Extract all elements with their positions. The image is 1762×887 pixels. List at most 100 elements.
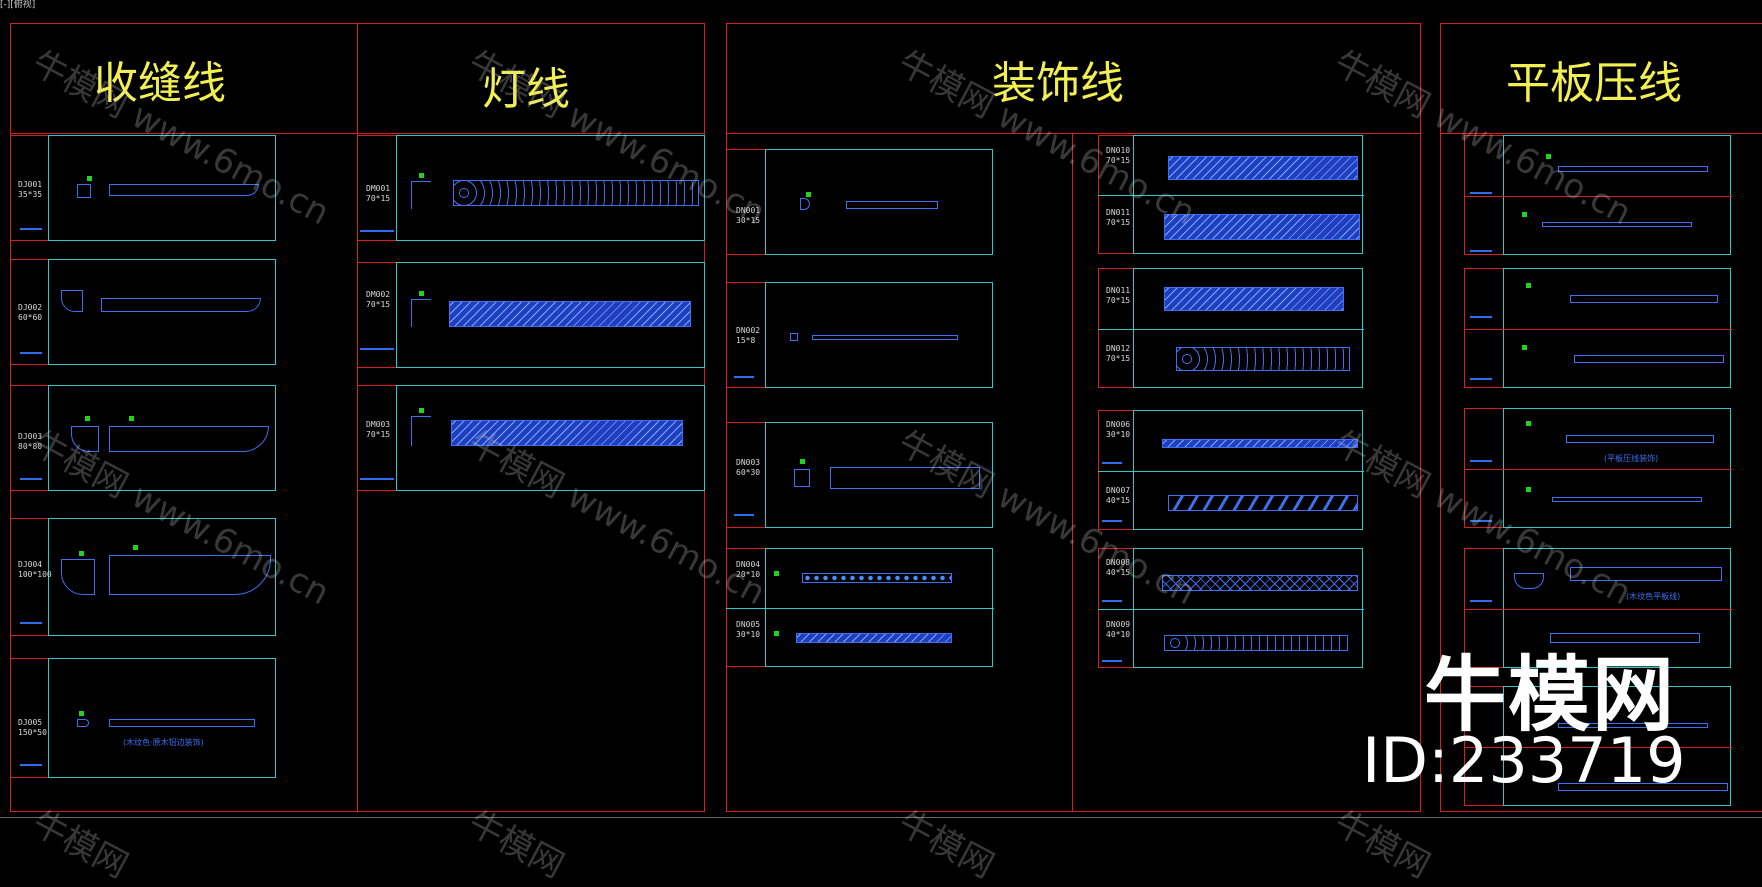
- code-dj005: DJ005 150*50: [18, 718, 47, 737]
- molding-elevation: [1558, 723, 1708, 728]
- card-pingban-2[interactable]: [1464, 268, 1732, 388]
- card-dn004-dn005[interactable]: [726, 548, 994, 667]
- card-pingban-3[interactable]: (平板压线装饰): [1464, 408, 1732, 528]
- pattern-strip: [1168, 156, 1358, 180]
- code-dj001: DJ001 35*35: [18, 180, 43, 199]
- dimension-mark: [806, 192, 811, 197]
- profile-section: [77, 184, 91, 198]
- profile-section: [61, 290, 83, 312]
- pattern-strip: [1162, 575, 1358, 591]
- pattern-strip: [1162, 439, 1358, 448]
- row-divider: [1464, 329, 1732, 330]
- code-dj004: DJ004 100*100: [18, 560, 52, 579]
- card-pingban-4[interactable]: (木纹色平板线): [1464, 548, 1732, 668]
- scale-mark: [1470, 600, 1492, 602]
- row-divider: [1464, 609, 1732, 610]
- code-dn006: DN006 30*10: [1106, 420, 1131, 439]
- card-dm001[interactable]: [396, 135, 705, 241]
- code-dn012: DN012 70*15: [1106, 344, 1131, 363]
- card-dj001[interactable]: [48, 135, 276, 241]
- row-divider: [726, 608, 994, 609]
- card-pingban-5[interactable]: [1464, 686, 1732, 806]
- molding-elevation: [846, 201, 938, 209]
- card-dm003[interactable]: [396, 385, 705, 491]
- panel-pingban: [1440, 23, 1762, 812]
- profile-section: [794, 469, 810, 487]
- scale-mark: [1470, 378, 1492, 380]
- brand-logo-text: 牛模网: [1424, 648, 1677, 743]
- card-dj005[interactable]: (木纹色·原木铝边装饰): [48, 658, 276, 778]
- dimension-mark: [85, 416, 90, 421]
- pattern-strip: [451, 420, 683, 446]
- bottom-line: [0, 817, 1762, 818]
- scale-mark: [1470, 520, 1492, 522]
- molding-elevation: [1570, 567, 1722, 581]
- header-divider-pingban: [1440, 133, 1762, 134]
- row-divider: [1098, 471, 1364, 472]
- card-dj003[interactable]: [48, 385, 276, 491]
- molding-elevation: [1574, 355, 1724, 363]
- card-dn002[interactable]: [765, 282, 993, 388]
- row-divider: [1464, 196, 1732, 197]
- profile-section: [71, 426, 99, 452]
- pattern-strip: [796, 633, 952, 643]
- profile-section: [790, 333, 798, 341]
- card-pingban-1[interactable]: [1464, 135, 1732, 255]
- item-note: (木纹色·原木铝边装饰): [123, 738, 204, 747]
- section-title-dengxian: 灯线: [482, 64, 570, 115]
- molding-elevation: [1552, 497, 1702, 502]
- dimension-mark: [1522, 212, 1527, 217]
- molding-elevation: [109, 426, 269, 452]
- card-dn010-dn011[interactable]: [1098, 135, 1364, 254]
- card-dn008-dn009[interactable]: [1098, 548, 1364, 668]
- pattern-strip: [1164, 635, 1348, 651]
- scale-mark: [734, 376, 754, 378]
- scale-mark: [1102, 520, 1122, 522]
- molding-elevation: [1550, 633, 1700, 643]
- dimension-mark: [79, 551, 84, 556]
- card-dn011-dn012[interactable]: [1098, 268, 1364, 388]
- header-divider-zhuangshi: [726, 133, 1421, 134]
- dimension-mark: [1522, 345, 1527, 350]
- card-dn006-dn007[interactable]: [1098, 410, 1364, 530]
- code-dn011b: DN011 70*15: [1106, 286, 1131, 305]
- dimension-mark: [419, 291, 424, 296]
- item-note: (木纹色平板线): [1626, 592, 1681, 601]
- scale-mark: [734, 514, 754, 516]
- card-dj002[interactable]: [48, 259, 276, 365]
- scale-mark: [20, 764, 42, 766]
- section-title-zhuangshi: 装饰线: [992, 58, 1124, 109]
- scale-mark: [1102, 462, 1122, 464]
- scale-mark: [1102, 660, 1122, 662]
- scale-mark: [1102, 600, 1122, 602]
- card-dn003[interactable]: [765, 422, 993, 528]
- card-dm002[interactable]: [396, 262, 705, 368]
- profile-section: [411, 416, 431, 446]
- molding-elevation: [109, 719, 255, 727]
- code-dj003: DJ003 80*80: [18, 432, 43, 451]
- scale-mark: [1470, 316, 1492, 318]
- profile-section: [61, 559, 95, 595]
- molding-elevation: [101, 298, 261, 312]
- dimension-mark: [87, 176, 92, 181]
- dimension-mark: [1546, 154, 1551, 159]
- window-title[interactable]: [-][俯视]: [0, 0, 36, 10]
- profile-section: [411, 299, 431, 327]
- item-note: (平板压线装饰): [1604, 454, 1659, 463]
- dimension-mark: [129, 416, 134, 421]
- code-dj002: DJ002 60*60: [18, 303, 43, 322]
- dimension-mark: [419, 408, 424, 413]
- code-dn008: DN008 40*15: [1106, 558, 1131, 577]
- panel-zhuangshi: [726, 23, 1421, 812]
- row-divider: [1464, 469, 1732, 470]
- profile-section: [411, 181, 431, 209]
- brand-id: ID:233719: [1362, 724, 1686, 797]
- dimension-mark: [774, 571, 779, 576]
- card-dj004[interactable]: [48, 518, 276, 636]
- row-divider: [1098, 195, 1364, 196]
- card-dn001[interactable]: [765, 149, 993, 255]
- molding-elevation: [812, 335, 958, 340]
- code-dn001: DN001 30*15: [736, 206, 761, 225]
- divider-zhuangshi: [1072, 133, 1073, 812]
- molding-elevation: [830, 467, 980, 489]
